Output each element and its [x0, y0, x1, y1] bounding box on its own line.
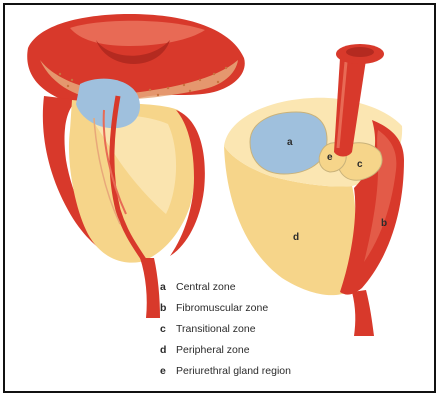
legend-item-d: d Peripheral zone: [160, 339, 380, 360]
legend-label: Peripheral zone: [176, 344, 250, 356]
legend-item-a: a Central zone: [160, 276, 380, 297]
legend-label: Fibromuscular zone: [176, 302, 268, 314]
zone-label-b: b: [381, 218, 387, 229]
legend-label: Central zone: [176, 281, 236, 293]
legend-key: b: [160, 302, 172, 314]
legend-item-c: c Transitional zone: [160, 318, 380, 339]
zone-label-e: e: [327, 152, 333, 163]
legend-label: Transitional zone: [176, 323, 256, 335]
legend-key: a: [160, 281, 172, 293]
legend-key: c: [160, 323, 172, 335]
legend-item-e: e Periurethral gland region: [160, 360, 380, 381]
zone-label-a: a: [287, 137, 293, 148]
zone-label-c: c: [357, 159, 363, 170]
legend-label: Periurethral gland region: [176, 365, 291, 377]
legend-key: e: [160, 365, 172, 377]
legend-key: d: [160, 344, 172, 356]
left-membranous-urethra: [140, 258, 160, 318]
sagittal-prostate-view: [27, 14, 245, 318]
zone-label-d: d: [293, 232, 299, 243]
urethra-lumen: [346, 47, 374, 57]
legend-item-b: b Fibromuscular zone: [160, 297, 380, 318]
zone-legend: a Central zone b Fibromuscular zone c Tr…: [160, 276, 380, 381]
